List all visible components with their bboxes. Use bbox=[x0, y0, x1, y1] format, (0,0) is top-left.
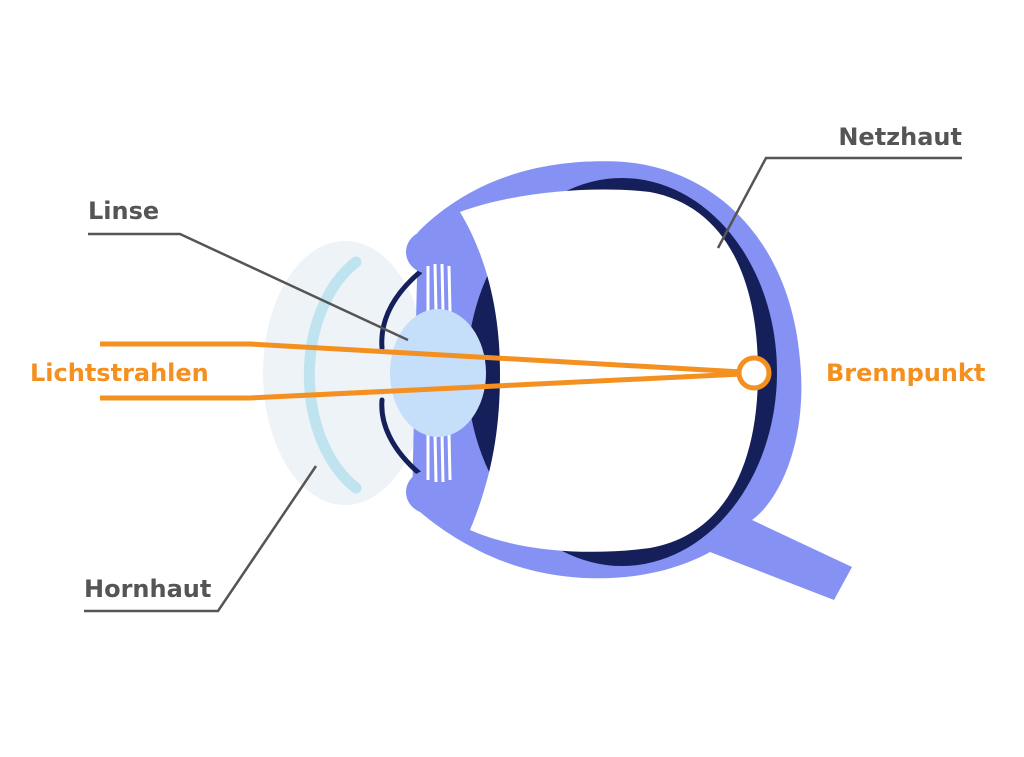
leader-line-netzhaut bbox=[716, 156, 962, 249]
zonular-fibers-lower bbox=[426, 433, 452, 483]
lens bbox=[390, 309, 486, 437]
label-brennpunkt: Brennpunkt bbox=[826, 359, 986, 387]
leader-line-hornhaut bbox=[84, 465, 318, 613]
cornea bbox=[263, 241, 427, 505]
zonular-fibers-upper bbox=[426, 263, 452, 313]
light-ray-upper bbox=[100, 341, 743, 375]
ciliary-body-lower bbox=[406, 470, 454, 514]
label-hornhaut: Hornhaut bbox=[84, 575, 212, 603]
cornea-highlight bbox=[303, 256, 362, 494]
light-ray-lower bbox=[100, 371, 743, 401]
iris-upper bbox=[379, 269, 423, 351]
vitreous-body bbox=[460, 189, 758, 552]
focal-point-marker bbox=[736, 355, 772, 391]
ciliary-body-upper bbox=[406, 230, 454, 274]
leader-line-linse bbox=[88, 232, 409, 342]
label-netzhaut: Netzhaut bbox=[838, 123, 962, 151]
label-linse: Linse bbox=[88, 197, 160, 225]
iris-lower bbox=[379, 397, 423, 477]
label-lichtstrahlen: Lichtstrahlen bbox=[30, 359, 209, 387]
